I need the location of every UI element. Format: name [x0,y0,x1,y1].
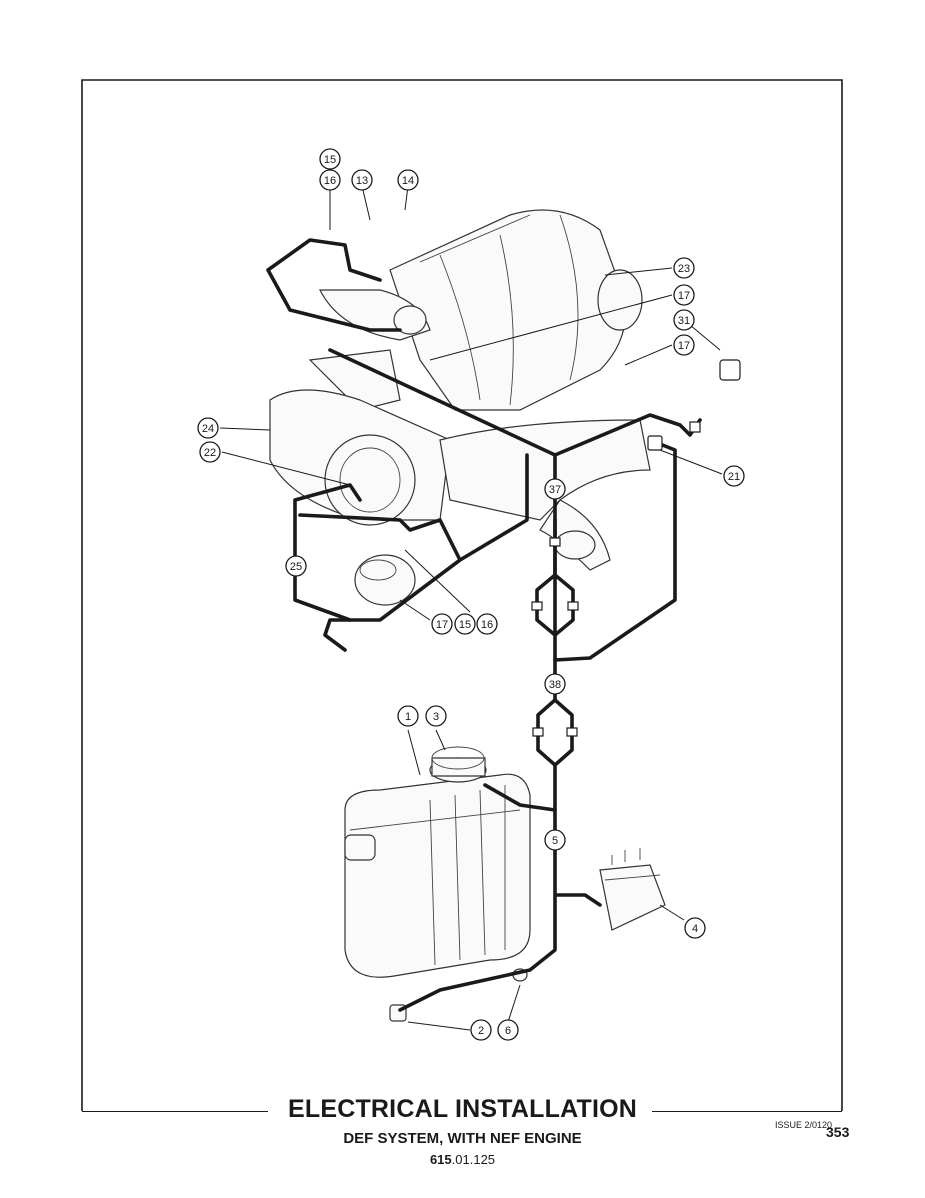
callout-label: 13 [356,175,368,187]
callout-label: 5 [552,835,558,847]
callout-31: 31 [673,309,695,331]
figure-title: ELECTRICAL INSTALLATION [287,1095,638,1123]
callout-label: 15 [459,619,471,631]
callout-15: 15 [319,148,341,170]
reference-bold: 615 [429,1152,452,1167]
callout-5: 5 [544,829,566,851]
callout-37: 37 [544,478,566,500]
callout-label: 31 [678,315,690,327]
callout-22: 22 [199,441,221,463]
callout-label: 4 [692,923,698,935]
callout-3: 3 [425,705,447,727]
callout-25: 25 [285,555,307,577]
figure-reference: 615.01.125 [0,1152,925,1167]
page-number: 353 [826,1124,850,1140]
callout-15: 15 [454,613,476,635]
callout-label: 15 [324,154,336,166]
def-tank [344,746,531,978]
callout-label: 17 [678,290,690,302]
callout-label: 25 [290,561,302,573]
callout-4: 4 [684,917,706,939]
callout-label: 6 [505,1025,511,1037]
callout-2: 2 [470,1019,492,1041]
callout-17: 17 [673,334,695,356]
muffler-assembly [308,209,643,411]
callout-17: 17 [673,284,695,306]
callout-label: 37 [549,484,561,496]
title-rule-right [652,1111,842,1112]
callout-label: 16 [481,619,493,631]
callout-16: 16 [476,613,498,635]
callout-label: 22 [204,447,216,459]
callout-1: 1 [397,705,419,727]
reference-rest: .01.125 [451,1152,496,1167]
callout-label: 21 [728,471,740,483]
callout-label: 17 [678,340,690,352]
callout-17: 17 [431,613,453,635]
callout-label: 16 [324,175,336,187]
issue-label: ISSUE 2/0120 [775,1120,833,1130]
callout-label: 23 [678,263,690,275]
callout-label: 24 [202,423,214,435]
figure-subtitle: DEF SYSTEM, WITH NEF ENGINE [343,1130,582,1147]
callout-label: 3 [433,711,439,723]
callout-label: 1 [405,711,411,723]
callout-label: 17 [436,619,448,631]
callout-16: 16 [319,169,341,191]
callout-14: 14 [397,169,419,191]
callout-label: 14 [402,175,414,187]
callout-21: 21 [723,465,745,487]
leader-lines [219,185,723,1031]
callout-label: 38 [549,679,561,691]
callout-6: 6 [497,1019,519,1041]
frame-border [81,79,843,1111]
def-pump [599,848,666,931]
callout-24: 24 [197,417,219,439]
dpf-assembly [269,389,651,606]
callout-label: 2 [478,1025,484,1037]
callout-13: 13 [351,169,373,191]
title-rule-left [82,1111,268,1112]
inline-connectors [531,359,741,737]
callout-23: 23 [673,257,695,279]
callout-38: 38 [544,673,566,695]
